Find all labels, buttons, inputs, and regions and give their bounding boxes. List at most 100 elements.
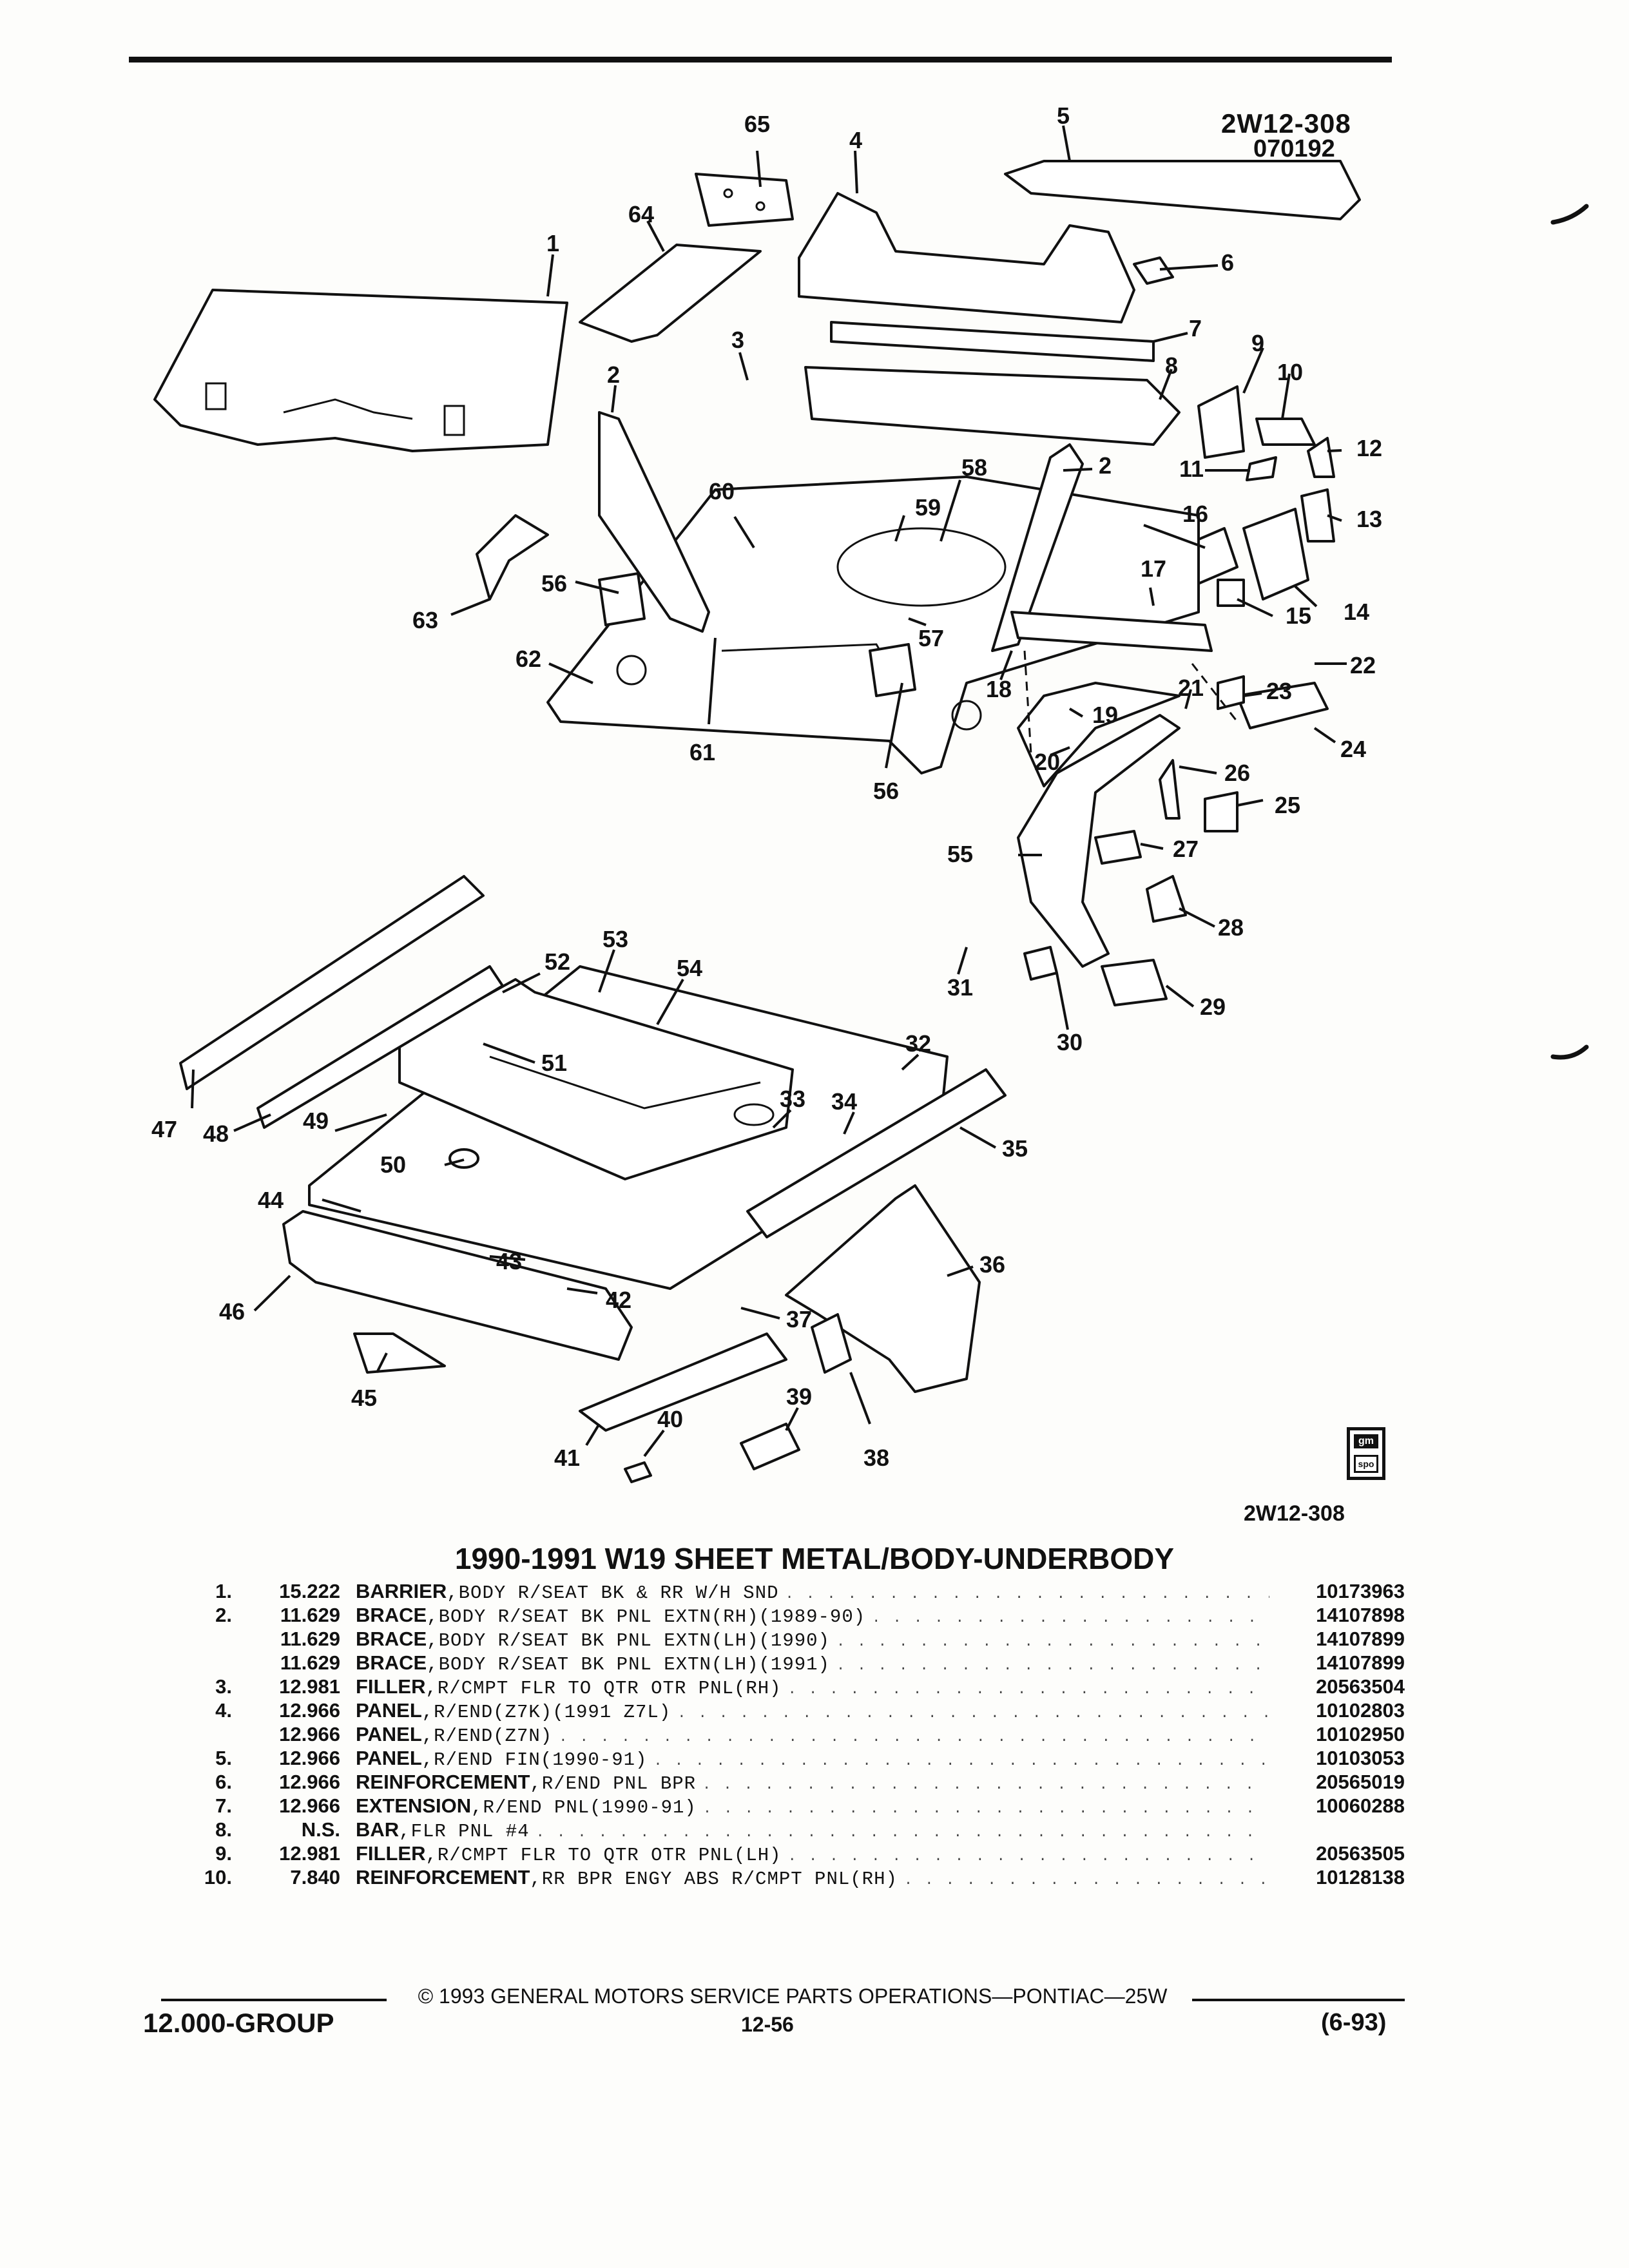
- part-detail: ,R/CMPT FLR TO QTR OTR PNL(RH): [425, 1678, 782, 1699]
- callout-14: 14: [1344, 599, 1369, 625]
- callout-25: 25: [1275, 792, 1300, 818]
- part-description: REINFORCEMENT,R/END PNL BPR. . . . . . .…: [356, 1771, 1269, 1794]
- part-description: EXTENSION,R/END PNL(1990-91). . . . . . …: [356, 1794, 1269, 1818]
- callout-58: 58: [961, 454, 987, 481]
- margin-mark: [1550, 204, 1589, 225]
- callout-48: 48: [203, 1120, 229, 1147]
- callout-1: 1: [546, 230, 559, 256]
- callout-32: 32: [905, 1030, 931, 1057]
- callout-28: 28: [1218, 914, 1244, 941]
- callout-54: 54: [677, 955, 702, 981]
- part-detail: ,R/CMPT FLR TO QTR OTR PNL(LH): [425, 1845, 782, 1866]
- callout-5: 5: [1057, 102, 1070, 129]
- logo-text-top: gm: [1354, 1434, 1378, 1448]
- leader-dots: . . . . . . . . . . . . . . . . . . . . …: [785, 1586, 1269, 1602]
- callout-26: 26: [1224, 760, 1250, 786]
- top-rule: [129, 57, 1392, 62]
- parts-row: 8. N.S. BAR,FLR PNL #4. . . . . . . . . …: [161, 1818, 1405, 1842]
- part-rear-end-panels: [798, 160, 1361, 446]
- page-number: 12-56: [741, 2013, 794, 2036]
- callout-50: 50: [380, 1151, 406, 1178]
- part-description: PANEL,R/END(Z7K)(1991 Z7L). . . . . . . …: [356, 1699, 1269, 1723]
- part-description: BRACE,BODY R/SEAT BK PNL EXTN(RH)(1989-9…: [356, 1604, 1269, 1628]
- parts-row: 5. 12.966 PANEL,R/END FIN(1990-91). . . …: [161, 1747, 1405, 1771]
- callout-21: 21: [1178, 675, 1204, 701]
- callout-9: 9: [1251, 330, 1264, 356]
- part-detail: ,R/END(Z7K)(1991 Z7L): [421, 1702, 671, 1723]
- gm-spo-logo: gm spo: [1347, 1427, 1385, 1480]
- callout-41: 41: [554, 1445, 580, 1471]
- callout-10: 10: [1277, 359, 1303, 385]
- leader-dots: . . . . . . . . . . . . . . . . . . . . …: [653, 1753, 1269, 1769]
- callout-17: 17: [1141, 555, 1166, 582]
- callout-27: 27: [1173, 836, 1199, 862]
- callout-18: 18: [986, 676, 1012, 702]
- callout-38: 38: [863, 1445, 889, 1471]
- catalog-number: 12.981: [279, 1675, 340, 1698]
- exploded-parts-diagram: 1 2 2 3 4 5 6 7 8 9 10 11 12 13 14 15 16…: [151, 102, 1589, 1483]
- part-name: REINFORCEMENT: [356, 1771, 530, 1793]
- part-name: BAR: [356, 1818, 400, 1841]
- callout-24: 24: [1340, 736, 1366, 762]
- part-number: 10102803: [1316, 1699, 1405, 1722]
- footer-rule-right: [1192, 1999, 1405, 2001]
- figure-id: 2W12-308: [1221, 108, 1351, 139]
- callout-37: 37: [786, 1306, 812, 1332]
- leader-dots: . . . . . . . . . . . . . . . . . . . . …: [836, 1658, 1269, 1674]
- catalog-number: 15.222: [279, 1580, 340, 1602]
- callout-13: 13: [1356, 506, 1382, 532]
- part-number: 10060288: [1316, 1794, 1405, 1817]
- callout-57: 57: [918, 625, 944, 651]
- part-number: 20565019: [1316, 1771, 1405, 1793]
- part-name: FILLER: [356, 1675, 426, 1698]
- catalog-number: 12.981: [279, 1842, 340, 1865]
- part-name: BRACE: [356, 1628, 427, 1650]
- callout-2: 2: [1099, 452, 1112, 479]
- part-name: FILLER: [356, 1842, 426, 1865]
- part-description: BAR,FLR PNL #4. . . . . . . . . . . . . …: [356, 1818, 1269, 1842]
- item-number: 3.: [215, 1675, 232, 1698]
- part-number: 14107899: [1316, 1651, 1405, 1674]
- callout-39: 39: [786, 1383, 812, 1410]
- parts-row: 9. 12.981 FILLER,R/CMPT FLR TO QTR OTR P…: [161, 1842, 1405, 1866]
- callout-22: 22: [1350, 652, 1376, 678]
- callout-11: 11: [1179, 456, 1204, 482]
- callout-labels: 1 2 2 3 4 5 6 7 8 9 10 11 12 13 14 15 16…: [151, 102, 1382, 1471]
- part-name: BARRIER: [356, 1580, 447, 1602]
- revision-date: (6-93): [1321, 2009, 1387, 2036]
- parts-row: 11.629 BRACE,BODY R/SEAT BK PNL EXTN(LH)…: [161, 1651, 1405, 1675]
- callout-45: 45: [351, 1385, 377, 1411]
- part-name: BRACE: [356, 1651, 427, 1674]
- catalog-number: 12.966: [279, 1699, 340, 1722]
- catalog-number: 12.966: [279, 1794, 340, 1817]
- logo-text-bottom: spo: [1354, 1455, 1378, 1473]
- part-number: 10102950: [1316, 1723, 1405, 1745]
- callout-55: 55: [947, 841, 973, 867]
- figure-id-bottom: 2W12-308: [1244, 1501, 1345, 1526]
- part-right-brackets: [1178, 385, 1335, 607]
- assembly-guide-line: [1023, 650, 1032, 754]
- part-detail: ,BODY R/SEAT BK PNL EXTN(LH)(1991): [427, 1654, 830, 1675]
- callout-12: 12: [1356, 435, 1382, 461]
- part-number: 10173963: [1316, 1580, 1405, 1602]
- part-description: BRACE,BODY R/SEAT BK PNL EXTN(LH)(1990).…: [356, 1628, 1269, 1651]
- callout-51: 51: [541, 1050, 567, 1076]
- parts-row: 2. 11.629 BRACE,BODY R/SEAT BK PNL EXTN(…: [161, 1604, 1405, 1628]
- callout-59: 59: [915, 494, 941, 521]
- callout-62: 62: [516, 646, 541, 672]
- leader-dots: . . . . . . . . . . . . . . . . . . . . …: [702, 1777, 1269, 1793]
- part-detail: ,BODY R/SEAT BK PNL EXTN(LH)(1990): [427, 1630, 830, 1651]
- item-number: 8.: [215, 1818, 232, 1841]
- part-detail: ,FLR PNL #4: [399, 1821, 530, 1842]
- callout-34: 34: [831, 1088, 857, 1115]
- callout-52: 52: [545, 948, 570, 975]
- callout-42: 42: [606, 1287, 631, 1313]
- callout-60: 60: [709, 478, 735, 505]
- part-description: BARRIER,BODY R/SEAT BK & RR W/H SND. . .…: [356, 1580, 1269, 1604]
- callout-6: 6: [1221, 249, 1234, 276]
- callout-56: 56: [873, 778, 899, 804]
- catalog-number: 11.629: [280, 1651, 340, 1674]
- part-number: 14107898: [1316, 1604, 1405, 1626]
- catalog-number: 7.840: [290, 1866, 340, 1888]
- parts-row: 3. 12.981 FILLER,R/CMPT FLR TO QTR OTR P…: [161, 1675, 1405, 1699]
